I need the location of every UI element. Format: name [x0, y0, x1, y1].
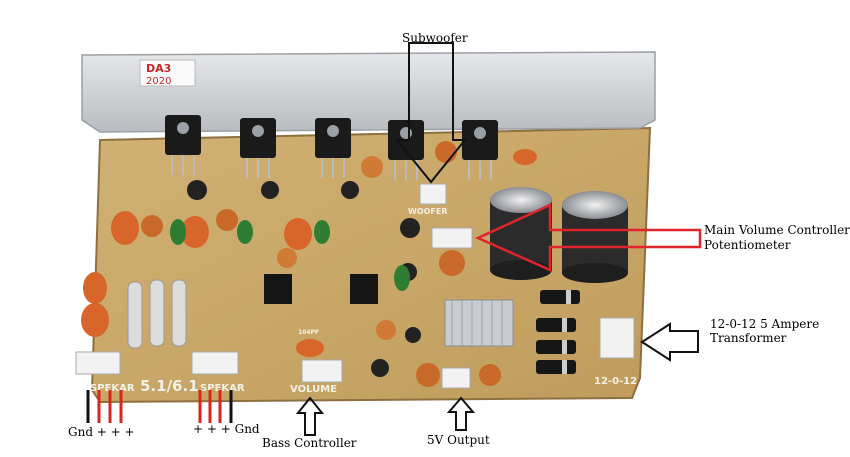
regulator-heatsink — [444, 299, 514, 347]
transformer-label-line2: Transformer — [710, 331, 787, 345]
board-silkscreen: WOOFER SPEKAR 5.1/6.1 SPEKAR VOLUME 12-0… — [90, 207, 637, 395]
silk-cap-value: 104PF — [298, 329, 319, 336]
silk-model: 5.1/6.1 — [140, 377, 199, 395]
gnd-left-label: Gnd + + + — [68, 425, 135, 439]
speaker-wires — [86, 390, 233, 423]
rectifier-diodes — [536, 290, 580, 374]
connectors — [75, 183, 635, 389]
silk-speaker-left: SPEKAR — [90, 383, 135, 394]
heatsink-marking-line2: 2020 — [146, 76, 171, 87]
subwoofer-arrow — [394, 42, 468, 184]
transformer-label-line1: 12-0-12 5 Ampere — [710, 317, 820, 331]
transformer-arrow — [640, 322, 699, 362]
main-volume-label-line1: Main Volume Controller — [704, 223, 850, 237]
gnd-right-label: + + + Gnd — [193, 422, 260, 436]
silk-transformer-input: 12-0-12 — [594, 376, 637, 387]
subwoofer-label: Subwoofer — [402, 31, 468, 45]
silk-volume: VOLUME — [290, 384, 337, 395]
small-components — [81, 141, 537, 387]
bass-controller-label: Bass Controller — [262, 436, 357, 450]
silk-woofer: WOOFER — [408, 207, 448, 216]
heatsink-marking-line1: DA3 — [146, 62, 171, 75]
power-transistors — [165, 115, 498, 180]
heatsink: DA3 2020 — [81, 51, 656, 133]
silk-speaker-right: SPEKAR — [200, 383, 245, 394]
main-volume-label-line2: Potentiometer — [704, 238, 791, 252]
bass-controller-arrow — [295, 396, 325, 436]
power-resistors — [127, 279, 187, 349]
5v-output-label: 5V Output — [427, 433, 490, 447]
main-volume-arrow — [474, 203, 702, 272]
5v-output-arrow — [446, 396, 476, 431]
